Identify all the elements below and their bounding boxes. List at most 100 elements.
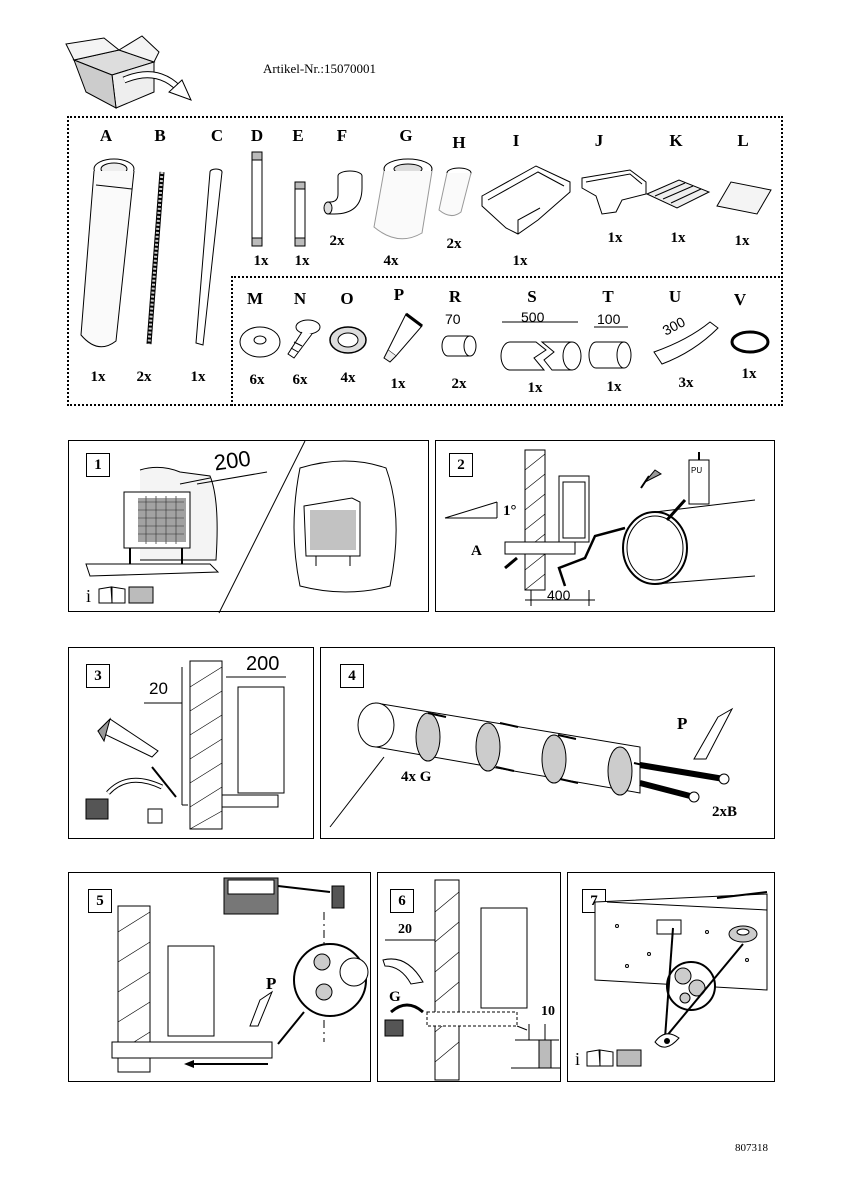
part-i-cover-trough	[481, 165, 571, 235]
part-k-grille	[645, 179, 711, 209]
part-b-threaded-rod	[146, 171, 165, 345]
step-7-info: i	[575, 1049, 581, 1069]
step-4-number: 4	[340, 664, 364, 688]
part-letter-t: T	[602, 287, 614, 306]
part-u-strip	[653, 321, 719, 365]
step-4-label-b: 2xB	[712, 804, 738, 820]
step-5-number: 5	[88, 889, 112, 913]
part-s-pipe	[500, 321, 582, 371]
part-letter-b: B	[154, 126, 166, 145]
step-6-number: 6	[390, 889, 414, 913]
part-j-end-cap	[581, 169, 647, 215]
step-1-info: i	[86, 586, 92, 606]
step-1-number: 1	[86, 453, 110, 477]
step-1-divider	[218, 440, 306, 614]
part-qty-f: 2x	[329, 233, 345, 249]
step-4-pipe-assembly	[329, 702, 734, 828]
part-r-sleeve	[441, 335, 477, 357]
step-6-dimension-10: 10	[541, 1004, 555, 1019]
part-t-pipe	[588, 326, 632, 369]
article-number: Artikel-Nr.:15070001	[263, 61, 377, 76]
part-letter-e: E	[292, 126, 304, 145]
part-a-wall-sleeve	[80, 158, 135, 348]
step-3-dimension-200: 200	[246, 653, 280, 675]
part-h-sleeve	[438, 167, 472, 216]
part-r-dimension: 70	[445, 311, 461, 327]
step-6-label-g: G	[389, 989, 401, 1005]
part-c-rod	[195, 168, 223, 346]
part-qty-r: 2x	[451, 376, 467, 392]
step-2-part-a: A	[471, 543, 482, 559]
part-letter-u: U	[668, 287, 682, 306]
open-box-icon	[65, 35, 192, 109]
part-qty-j: 1x	[607, 230, 623, 246]
part-m-washer	[239, 326, 281, 358]
part-qty-h: 2x	[446, 236, 462, 252]
part-qty-d: 1x	[253, 253, 269, 269]
step-2-angle: 1°	[503, 503, 517, 519]
part-l-plate	[716, 181, 772, 215]
step-1-outdoor-unit-wall	[85, 466, 220, 577]
part-letter-c: C	[210, 126, 224, 145]
part-letter-k: K	[669, 131, 683, 150]
document-code: 807318	[735, 1142, 768, 1154]
step-4-label-p: P	[677, 714, 688, 733]
part-letter-m: M	[246, 289, 264, 308]
parts-overview	[67, 116, 783, 406]
part-letter-p: P	[393, 285, 405, 304]
step-3-wall-cut	[85, 660, 286, 830]
part-t-dimension: 100	[597, 311, 621, 327]
part-letter-f: F	[336, 126, 348, 145]
part-letter-g: G	[399, 126, 413, 145]
part-f-elbow	[323, 170, 363, 215]
step-6-sleeve-install	[382, 879, 561, 1081]
part-qty-u: 3x	[678, 375, 694, 391]
step-3-number: 3	[86, 664, 110, 688]
part-p-grease-tube	[383, 312, 423, 363]
parts-inner-divider	[231, 276, 783, 406]
part-qty-l: 1x	[734, 233, 750, 249]
part-qty-c: 1x	[190, 369, 206, 385]
step-4-label-g: 4x G	[401, 769, 432, 785]
part-letter-a: A	[99, 126, 113, 145]
read-manual-icon	[586, 1049, 642, 1067]
part-qty-t: 1x	[606, 379, 622, 395]
part-qty-g: 4x	[383, 253, 399, 269]
part-qty-m: 6x	[249, 372, 265, 388]
step-2-panel	[435, 440, 775, 612]
part-qty-e: 1x	[294, 253, 310, 269]
part-s-dimension: 500	[521, 309, 545, 325]
part-qty-n: 6x	[292, 372, 308, 388]
part-letter-j: J	[594, 131, 604, 150]
part-qty-b: 2x	[136, 369, 152, 385]
part-letter-s: S	[527, 287, 537, 306]
part-letter-r: R	[448, 287, 462, 306]
part-letter-h: H	[452, 133, 466, 152]
step-2-foam-label: PU	[691, 466, 703, 475]
part-letter-i: I	[512, 131, 520, 150]
part-letter-l: L	[737, 131, 749, 150]
step-5-level-and-connection	[111, 877, 369, 1073]
part-qty-a: 1x	[90, 369, 106, 385]
step-2-dimension: 400	[547, 587, 571, 603]
part-letter-v: V	[733, 290, 747, 309]
part-letter-d: D	[250, 126, 264, 145]
step-1-dimension-line	[196, 471, 268, 485]
part-qty-o: 4x	[340, 370, 356, 386]
step-2-wall-drill	[444, 449, 756, 606]
part-letter-n: N	[293, 289, 307, 308]
step-7-unit-inspection	[594, 891, 768, 1048]
part-n-screw	[287, 319, 321, 359]
step-3-dimension-20: 20	[149, 679, 168, 698]
step-5-label-p: P	[266, 974, 277, 993]
part-qty-v: 1x	[741, 366, 757, 382]
step-2-number: 2	[449, 453, 473, 477]
part-letter-o: O	[340, 289, 354, 308]
part-qty-p: 1x	[390, 376, 406, 392]
part-e-short-rod	[294, 181, 306, 247]
part-qty-i: 1x	[512, 253, 528, 269]
part-o-ring	[329, 326, 367, 354]
part-v-cable-tie	[730, 330, 770, 354]
part-qty-s: 1x	[527, 380, 543, 396]
read-manual-icon	[98, 586, 154, 604]
